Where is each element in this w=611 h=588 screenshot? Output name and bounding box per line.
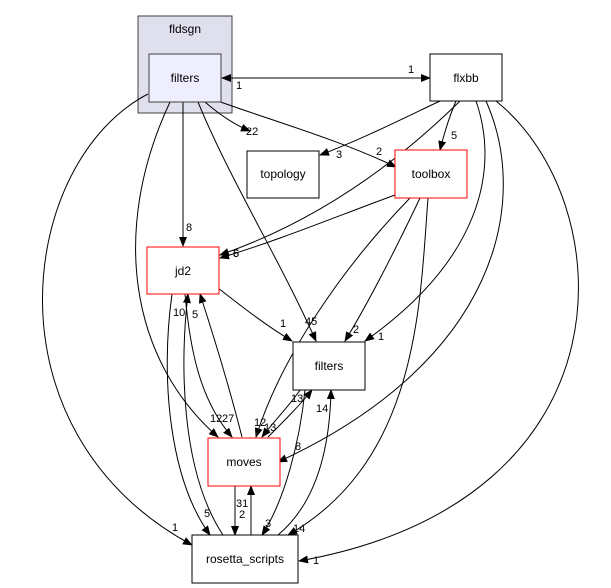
edge-flxbb-moves [277,100,504,463]
edge-label: 13 [264,422,276,434]
edge-label: 10 [173,307,185,319]
edge-label: 5 [451,130,457,142]
edge-label: 1 [378,331,384,343]
edges [42,74,579,564]
node-label: topology [260,167,305,181]
edge-label: 1 [280,318,286,330]
edge-toolbox-jd2 [219,194,396,260]
node-label: rosetta_scripts [206,552,284,566]
node-filters[interactable]: filters [292,341,366,391]
edge-label: 22 [246,126,258,138]
node-jd2[interactable]: jd2 [146,246,220,295]
edge-label: 6 [233,248,239,260]
edge-filters_top-filters [197,101,317,342]
node-topology[interactable]: topology [246,150,320,199]
edge-label: 8 [186,222,192,234]
node-filters-fldsgn[interactable]: filters [148,53,222,103]
edge-label: 5 [233,248,239,260]
node-rosetta_scripts[interactable]: rosetta_scripts [191,534,299,584]
node-label: filters [315,359,344,373]
edge-filters_top-moves [135,101,219,438]
edge-label: 14 [316,403,328,415]
node-label: jd2 [174,264,191,278]
edge-label: 12 [210,413,222,425]
node-label: moves [226,455,261,469]
node-flxbb[interactable]: flxbb [429,53,503,102]
edge-jd2-moves [184,293,233,438]
edge-label: 1 [172,522,178,534]
edge-label: 27 [222,413,234,425]
edge-label: 5 [204,508,210,520]
edge-jd2-filters [217,287,293,342]
edge-label: 2 [353,324,359,336]
edge-label: 13 [291,393,303,405]
edge-filters_top-toolbox [214,99,397,168]
edge-toolbox-filters [344,197,421,342]
edge-filters-moves [261,389,301,438]
edge-label: 31 [236,498,248,510]
cluster-fldsgn-label: fldsgn [169,22,201,36]
edge-label: 45 [305,316,317,328]
edge-filters_top-topology [204,101,251,132]
edge-label: 12 [254,417,266,429]
edge-label: 14 [293,523,305,535]
node-toolbox[interactable]: toolbox [394,149,468,199]
edge-moves-jd2 [198,293,243,438]
edge-label: 1 [313,555,319,567]
edge-labels: 1 1 22 2 8 45 12 1 3 5 6 1 8 1 5 2 12 14… [172,64,457,567]
edge-label: 1 [408,64,414,76]
edge-flxbb-jd2 [219,100,461,256]
edge-toolbox-moves [254,197,411,438]
edge-moves-filters [267,389,313,438]
node-moves[interactable]: moves [207,437,281,487]
edge-label: 3 [265,518,271,530]
edge-filters-rosetta_scripts [261,389,306,536]
edge-rosetta_scripts-filters [277,389,335,536]
node-label: flxbb [453,71,479,85]
edge-label: 3 [336,149,342,161]
edge-label: 2 [376,146,382,158]
edge-flxbb-filters [364,100,486,342]
edge-toolbox-rosetta_scripts [287,197,429,536]
edge-label: 2 [239,509,245,521]
edge-rosetta_scripts-jd2 [182,293,224,536]
node-label: filters [171,71,200,85]
node-label: toolbox [412,167,451,181]
edge-label: 8 [295,441,301,453]
edge-flxbb-toolbox [438,100,457,151]
edge-jd2-rosetta_scripts [166,293,211,536]
edge-filters_top-rosetta_scripts [42,93,193,546]
edge-flxbb-rosetta_scripts [298,100,579,564]
edge-flxbb-topology [319,100,441,156]
edge-label: 5 [192,309,198,321]
edge-label: 1 [236,80,242,92]
